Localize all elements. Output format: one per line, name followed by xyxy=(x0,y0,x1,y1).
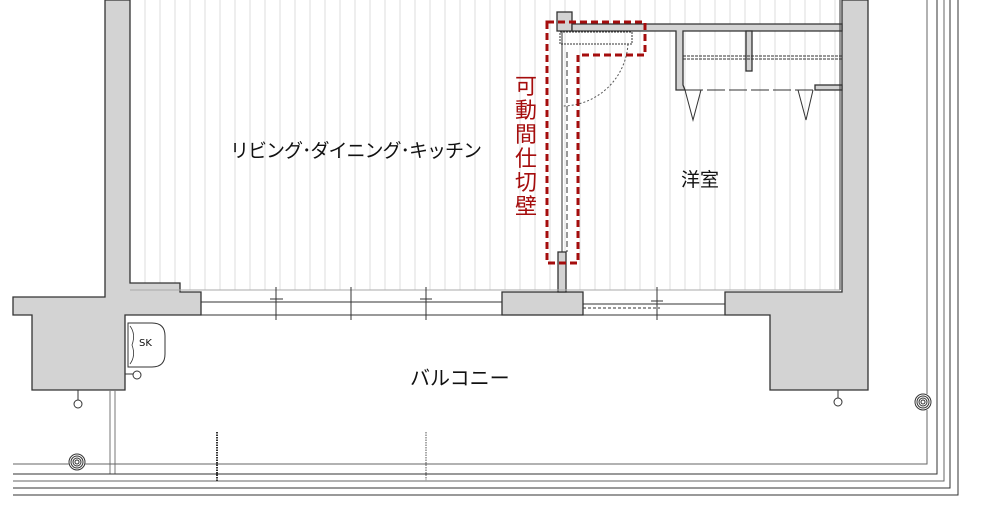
sink-label: SK xyxy=(139,338,152,349)
closet-divider xyxy=(745,30,753,72)
bedroom-top-wall xyxy=(571,23,843,91)
drain-icon xyxy=(68,453,86,471)
room-label-ldk: リビング･ダイニング･キッチン xyxy=(230,140,482,162)
sk-sink xyxy=(127,322,166,368)
movable-partition-highlight xyxy=(545,20,647,265)
flooring-pattern xyxy=(144,0,836,290)
closet-wall-right xyxy=(814,84,843,91)
movable-partition-label: 可動間仕切壁 xyxy=(514,75,537,220)
room-label-western-room: 洋室 xyxy=(681,169,720,191)
partition-post-bottom xyxy=(557,251,567,293)
center-pillar xyxy=(501,291,584,316)
room-label-balcony: バルコニー xyxy=(410,366,510,390)
drain-icon xyxy=(914,393,932,411)
left-wall xyxy=(12,0,202,391)
walls xyxy=(12,0,869,391)
